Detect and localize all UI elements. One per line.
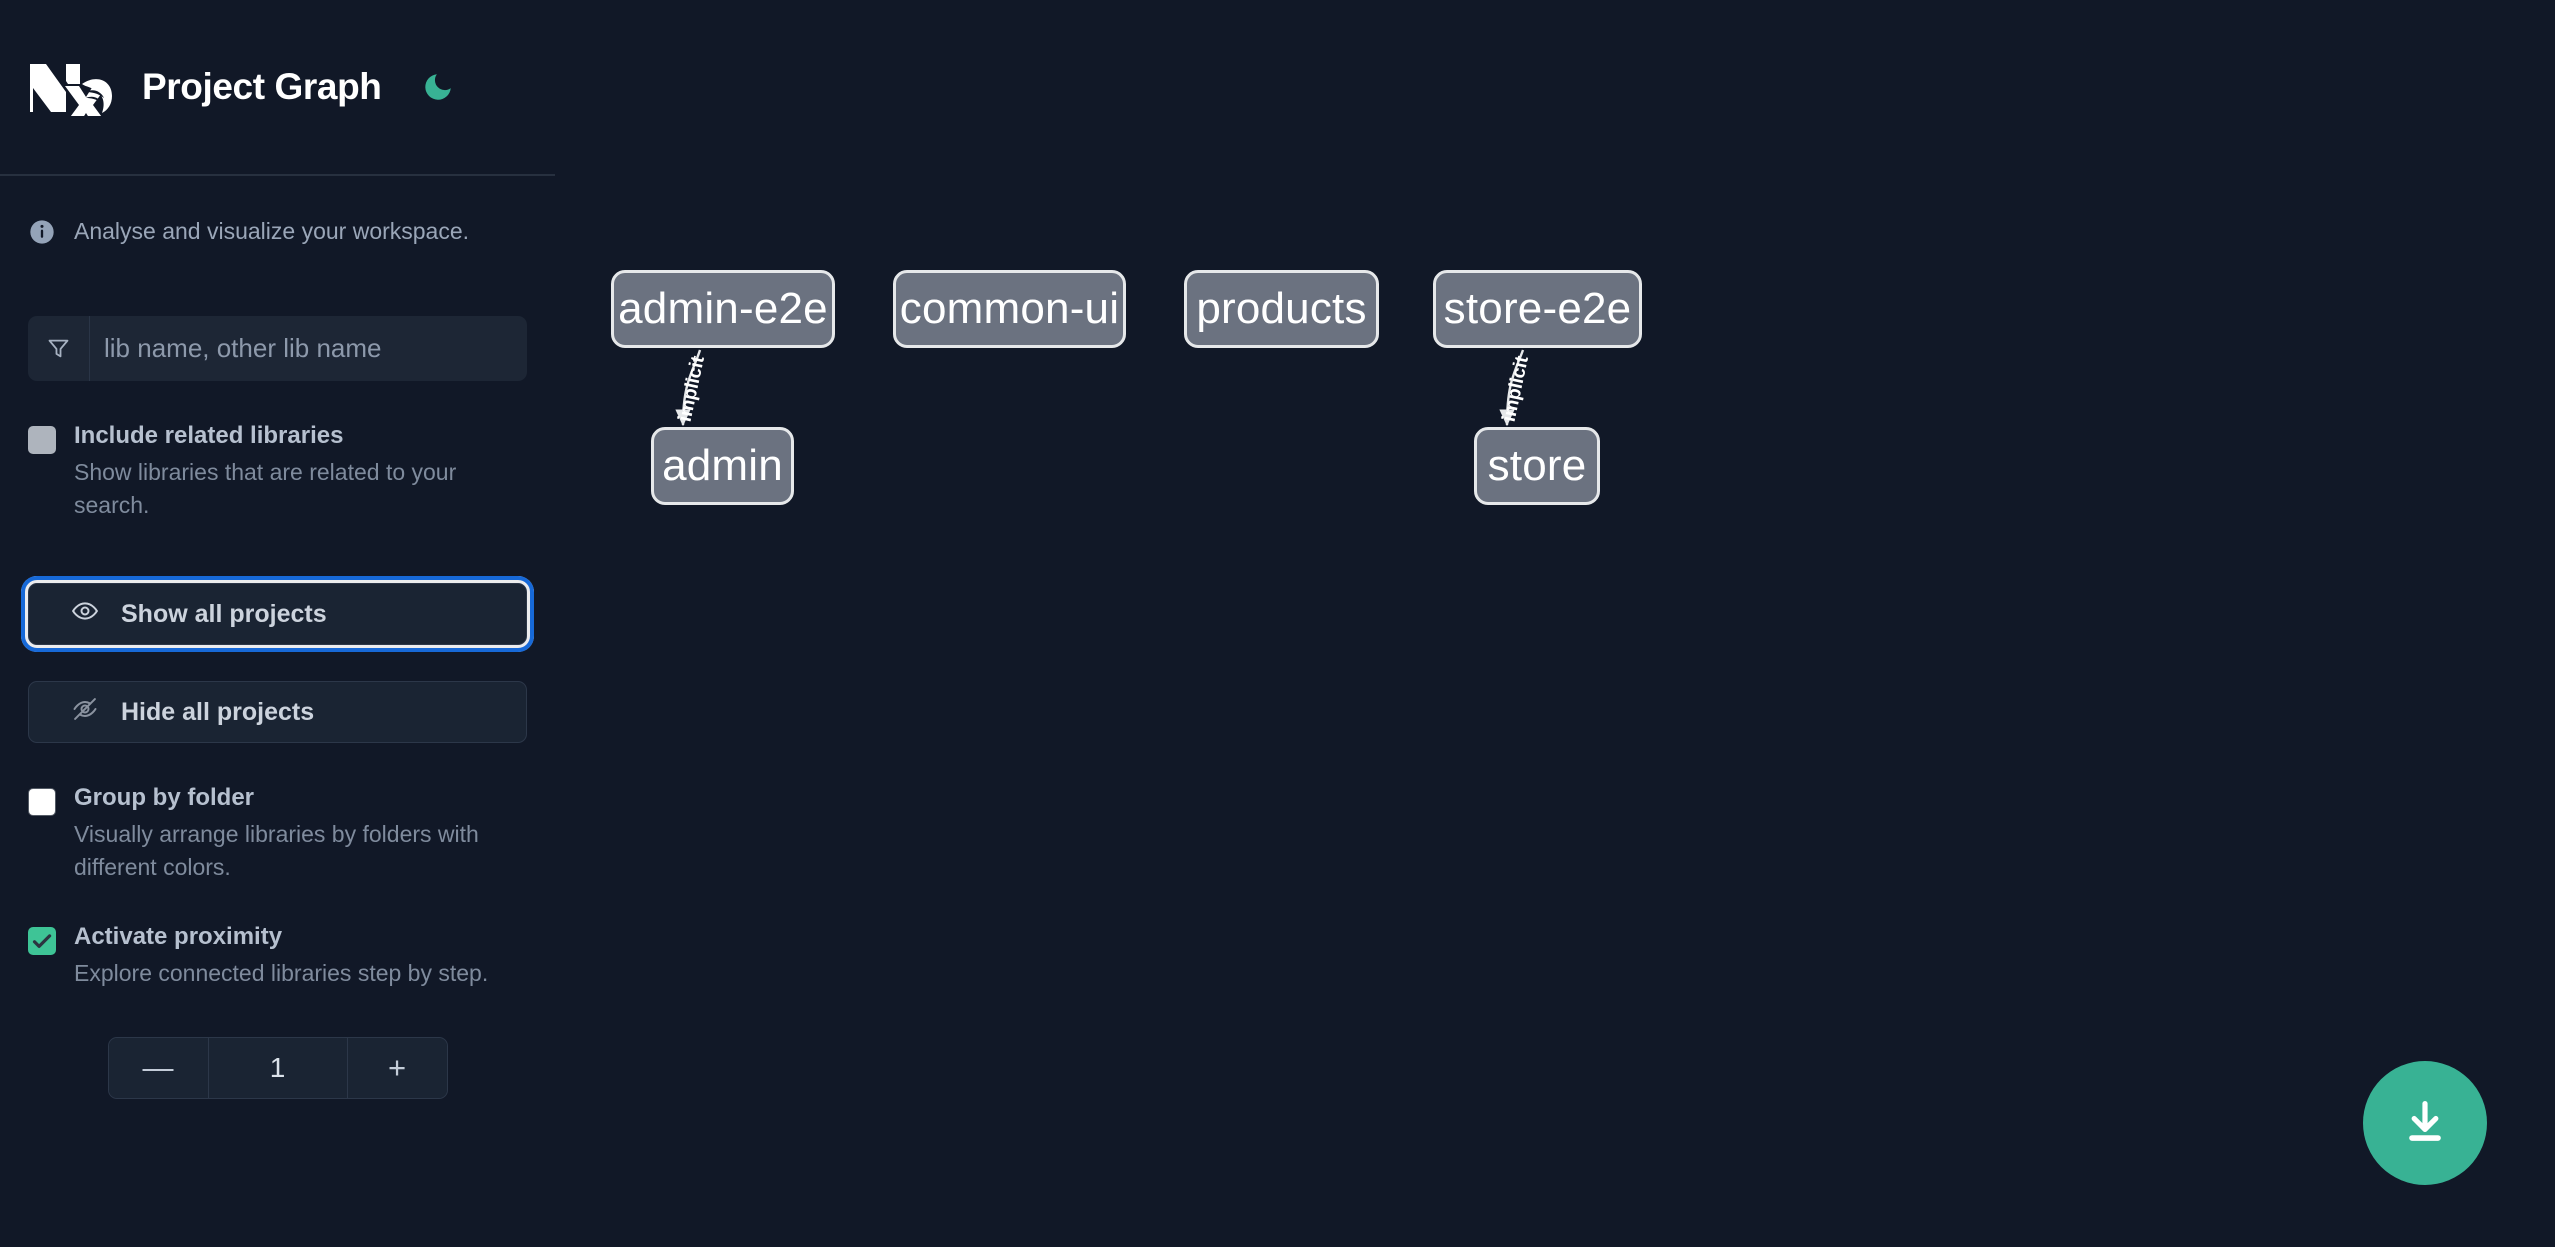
sidebar-body: Analyse and visualize your workspace. In…: [0, 176, 555, 1100]
graph-node-store[interactable]: store: [1474, 427, 1600, 505]
proximity-stepper-row: — 1 +: [0, 1037, 555, 1100]
moon-icon[interactable]: [417, 66, 459, 108]
project-graph-canvas[interactable]: admin-e2e common-ui products store-e2e admin…: [555, 0, 2555, 1247]
option-description: Show libraries that are related to your …: [74, 459, 457, 518]
graph-node-admin[interactable]: admin: [651, 427, 794, 505]
option-label: Group by folder: [74, 784, 254, 812]
workspace-note: Analyse and visualize your workspace.: [0, 176, 555, 246]
checkbox-include-related-libraries[interactable]: [28, 426, 56, 454]
eye-off-icon: [71, 695, 99, 730]
info-icon: [28, 218, 56, 246]
graph-edges: [675, 349, 1525, 427]
hide-all-projects-label: Hide all projects: [121, 697, 315, 726]
hide-all-projects-row: Hide all projects: [0, 681, 555, 744]
hide-all-projects-button[interactable]: Hide all projects: [28, 681, 527, 744]
graph-node-common-ui[interactable]: common-ui: [893, 270, 1126, 348]
download-button[interactable]: [2363, 1061, 2487, 1185]
filter-funnel-icon: [28, 316, 90, 381]
decrement-button[interactable]: —: [108, 1038, 209, 1099]
search-input[interactable]: [90, 316, 527, 381]
graph-node-label: store: [1487, 441, 1587, 490]
workspace-note-text: Analyse and visualize your workspace.: [74, 218, 470, 245]
show-all-projects-button[interactable]: Show all projects: [21, 576, 534, 653]
checkbox-group-by-folder[interactable]: [28, 788, 56, 817]
graph-node-label: store-e2e: [1443, 284, 1632, 333]
graph-node-admin-e2e[interactable]: admin-e2e: [611, 270, 835, 348]
option-activate-proximity[interactable]: Activate proximity Explore connected lib…: [0, 922, 555, 990]
eye-icon: [71, 597, 99, 632]
app-title: Project Graph: [142, 66, 382, 107]
graph-node-label: common-ui: [899, 284, 1120, 333]
graph-node-store-e2e[interactable]: store-e2e: [1433, 270, 1642, 348]
proximity-value[interactable]: 1: [269, 1052, 286, 1084]
graph-node-label: admin: [662, 441, 783, 490]
graph-node-label: admin-e2e: [618, 284, 828, 333]
option-description: Visually arrange libraries by folders wi…: [74, 821, 479, 880]
checkbox-activate-proximity[interactable]: [28, 926, 56, 955]
graph-node-label: products: [1196, 284, 1367, 333]
show-all-projects-label: Show all projects: [121, 599, 327, 628]
filter-row: [28, 316, 527, 381]
sidebar-header: Project Graph: [0, 0, 555, 176]
option-group-by-folder[interactable]: Group by folder Visually arrange librari…: [0, 783, 555, 883]
increment-button[interactable]: +: [346, 1038, 447, 1099]
nx-logo-icon: [28, 58, 112, 124]
graph-node-products[interactable]: products: [1184, 270, 1379, 348]
option-label: Activate proximity: [74, 922, 283, 950]
sidebar: Project Graph Analyse and visualize your…: [0, 0, 555, 1247]
option-description: Explore connected libraries step by step…: [74, 959, 489, 986]
show-all-projects-row: Show all projects: [0, 576, 555, 653]
option-label: Include related libraries: [74, 422, 344, 449]
download-icon: [2399, 1096, 2451, 1151]
proximity-stepper: — 1 +: [107, 1037, 448, 1100]
option-include-related-libraries[interactable]: Include related libraries Show libraries…: [0, 421, 555, 521]
